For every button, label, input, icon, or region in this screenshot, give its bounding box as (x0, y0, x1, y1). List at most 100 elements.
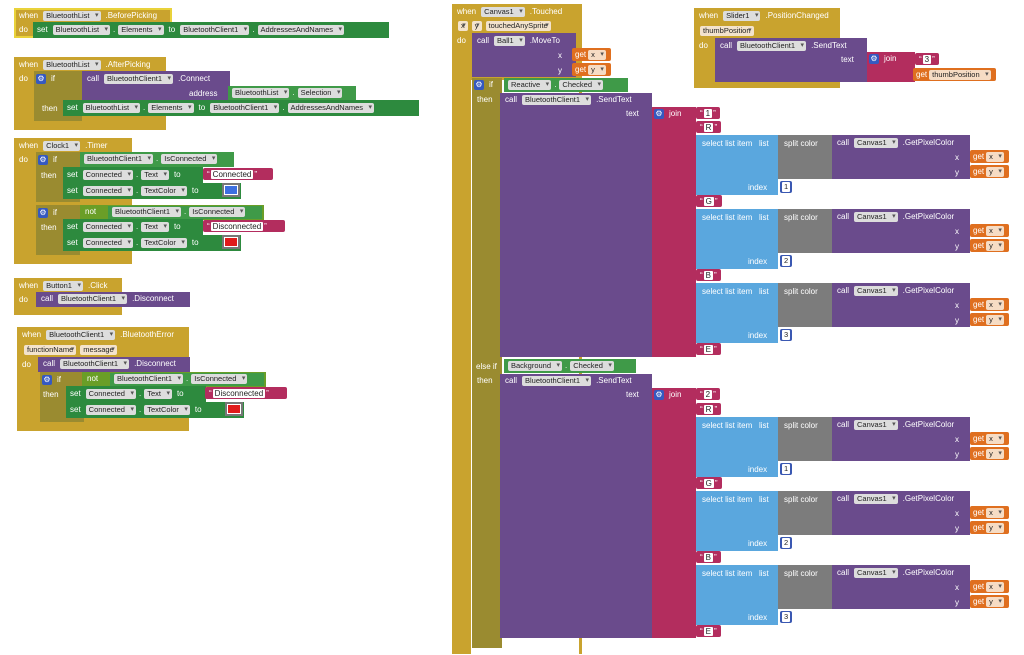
target-dropdown[interactable]: BluetoothList (52, 25, 111, 35)
text-string-block[interactable]: “G” (696, 195, 722, 207)
join-block[interactable] (652, 107, 696, 357)
number-block[interactable]: 2 (780, 537, 793, 549)
variable-dropdown[interactable]: y (588, 64, 606, 75)
component-dropdown[interactable]: BluetoothClient1 (522, 376, 592, 386)
join-block[interactable] (652, 388, 696, 638)
text-string-block[interactable]: “1” (696, 107, 720, 119)
property-dropdown[interactable]: IsConnected (189, 207, 246, 217)
text-string-block[interactable]: “Disconnected” (205, 387, 287, 399)
parameter-thumbposition[interactable]: thumbPosition (700, 26, 754, 36)
variable-dropdown[interactable]: y (986, 596, 1004, 607)
string-value[interactable]: E (703, 344, 714, 354)
text-string-block[interactable]: “R” (696, 403, 722, 415)
target-dropdown[interactable]: Connected (82, 170, 133, 180)
mutator-gear-icon[interactable]: ⚙ (42, 375, 52, 385)
split-color-block[interactable] (778, 283, 832, 327)
variable-dropdown[interactable]: x (986, 433, 1004, 444)
select-list-item-block[interactable] (696, 417, 778, 477)
mutator-gear-icon[interactable]: ⚙ (654, 390, 664, 400)
string-value[interactable]: E (703, 626, 714, 636)
source-dropdown[interactable]: BluetoothClient1 (180, 25, 250, 35)
string-value[interactable]: R (703, 404, 714, 414)
property-dropdown[interactable]: Checked (570, 361, 614, 371)
string-value[interactable]: Disconnected (210, 221, 264, 231)
parameter-message[interactable]: message (80, 345, 117, 355)
text-string-block[interactable]: “2” (696, 388, 720, 400)
variable-dropdown[interactable]: x (986, 507, 1004, 518)
text-string-block[interactable]: “Disconnected” (203, 220, 285, 232)
mutator-gear-icon[interactable]: ⚙ (654, 109, 664, 119)
number-value[interactable]: 3 (782, 330, 791, 340)
parameter-y[interactable]: y (471, 21, 482, 31)
text-string-block[interactable]: “E” (696, 343, 721, 355)
source-property-dropdown[interactable]: AddressesAndNames (287, 103, 375, 113)
component-dropdown[interactable]: BluetoothClient1 (114, 374, 184, 384)
number-value[interactable]: 3 (782, 612, 791, 622)
property-dropdown[interactable]: Elements (148, 103, 194, 113)
component-dropdown[interactable]: BluetoothClient1 (737, 41, 807, 51)
variable-dropdown[interactable]: y (986, 522, 1004, 533)
variable-dropdown[interactable]: y (986, 314, 1004, 325)
component-dropdown[interactable]: Canvas1 (854, 568, 898, 578)
property-dropdown[interactable]: TextColor (141, 186, 187, 196)
component-dropdown[interactable]: Canvas1 (481, 7, 525, 17)
variable-dropdown[interactable]: thumbPosition (929, 69, 991, 80)
call-sendtext-block[interactable] (500, 374, 652, 638)
string-value[interactable]: G (703, 196, 714, 206)
number-block[interactable]: 3 (780, 611, 793, 623)
component-dropdown[interactable]: BluetoothList (43, 60, 101, 70)
target-dropdown[interactable]: BluetoothList (82, 103, 141, 113)
component-dropdown[interactable]: BluetoothClient1 (522, 95, 592, 105)
property-dropdown[interactable]: IsConnected (161, 154, 218, 164)
select-list-item-block[interactable] (696, 209, 778, 269)
number-value[interactable]: 1 (782, 182, 791, 192)
text-string-block[interactable]: “E” (696, 625, 721, 637)
target-dropdown[interactable]: Connected (82, 186, 133, 196)
mutator-gear-icon[interactable]: ⚙ (474, 80, 484, 90)
text-string-block[interactable]: “Connected” (203, 168, 273, 180)
component-dropdown[interactable]: Ball1 (494, 36, 525, 46)
text-string-block[interactable]: “R” (696, 121, 722, 133)
component-dropdown[interactable]: Canvas1 (854, 494, 898, 504)
source-dropdown[interactable]: BluetoothClient1 (210, 103, 280, 113)
property-dropdown[interactable]: TextColor (141, 238, 187, 248)
string-value[interactable]: B (703, 552, 714, 562)
component-dropdown[interactable]: Canvas1 (854, 138, 898, 148)
string-value[interactable]: B (703, 270, 714, 280)
string-value[interactable]: 1 (703, 108, 713, 118)
text-string-block[interactable]: “3” (915, 53, 939, 65)
component-dropdown[interactable]: Reactive (508, 80, 552, 90)
number-value[interactable]: 1 (782, 464, 791, 474)
source-property-dropdown[interactable]: AddressesAndNames (257, 25, 345, 35)
component-dropdown[interactable]: BluetoothClient1 (60, 359, 130, 369)
string-value[interactable]: R (703, 122, 714, 132)
string-value[interactable]: Disconnected (212, 388, 266, 398)
property-dropdown[interactable]: Text (144, 389, 172, 399)
select-list-item-block[interactable] (696, 491, 778, 551)
text-string-block[interactable]: “B” (696, 551, 721, 563)
component-dropdown[interactable]: BluetoothClient1 (46, 330, 116, 340)
component-dropdown[interactable]: BluetoothClient1 (84, 154, 154, 164)
parameter-x[interactable]: x (458, 21, 468, 31)
component-dropdown[interactable]: Canvas1 (854, 420, 898, 430)
target-dropdown[interactable]: Connected (82, 222, 133, 232)
property-dropdown[interactable]: Checked (559, 80, 604, 90)
number-block[interactable]: 1 (780, 463, 793, 475)
string-value[interactable]: Connected (210, 169, 254, 179)
variable-dropdown[interactable]: y (986, 448, 1004, 459)
string-value[interactable]: 2 (703, 389, 713, 399)
component-dropdown[interactable]: Button1 (43, 281, 83, 291)
property-dropdown[interactable]: Text (141, 222, 169, 232)
property-dropdown[interactable]: Selection (297, 88, 343, 98)
string-value[interactable]: 3 (922, 54, 932, 64)
